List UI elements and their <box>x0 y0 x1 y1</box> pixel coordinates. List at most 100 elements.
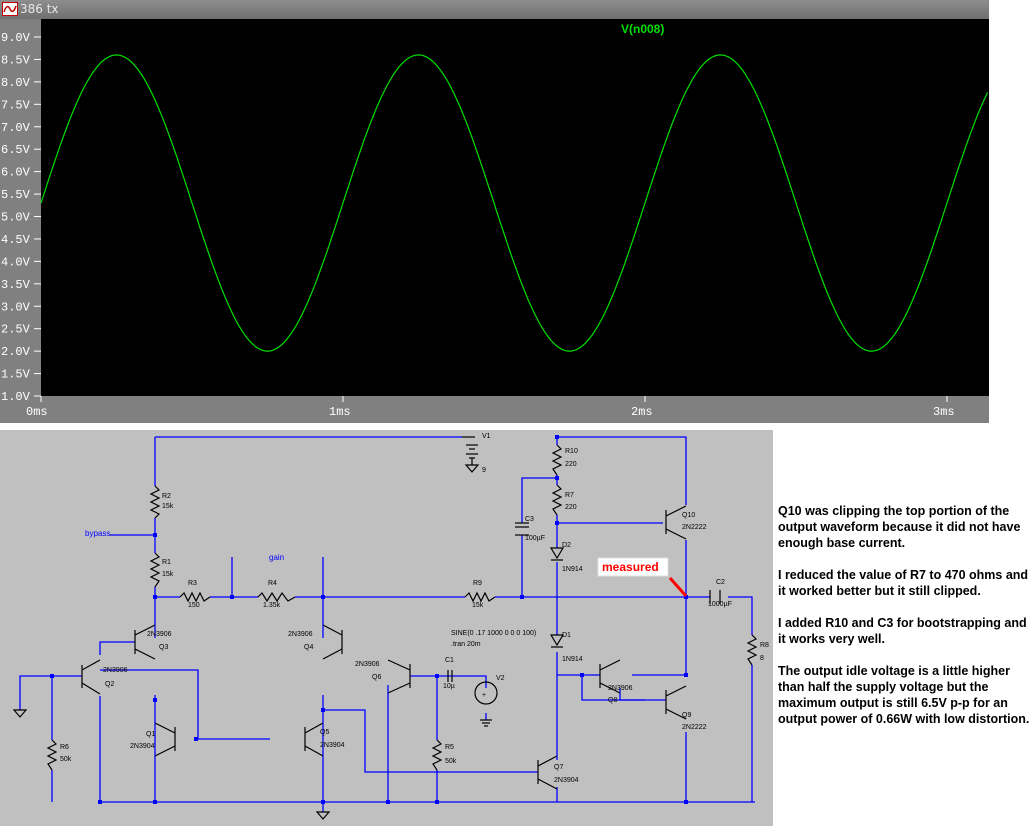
y-tick-label: 3.5V <box>1 278 31 292</box>
q6-value: 2N3906 <box>355 661 380 668</box>
resistor-r9 <box>464 591 496 603</box>
sine-directive: SINE(0 .17 1000 0 0 0 100) <box>451 630 536 637</box>
y-tick-label: 7.5V <box>1 98 31 112</box>
c2-label: C2 <box>716 579 725 586</box>
schematic-canvas[interactable]: + <box>0 430 773 826</box>
net-label-bypass: bypass <box>85 529 110 538</box>
trace-v-n008[interactable] <box>40 54 989 352</box>
measured-label-box <box>597 557 669 577</box>
measured-label: measured <box>602 560 659 574</box>
r8-value: 8 <box>760 655 764 662</box>
r7-label: R7 <box>565 492 574 499</box>
y-tick-label: 9.0V <box>1 31 31 45</box>
q3-label: Q3 <box>159 644 168 651</box>
window-title: 386 tx <box>20 2 59 16</box>
transistor-symbols <box>81 505 687 790</box>
q10-value: 2N2222 <box>682 524 707 531</box>
x-tick-label: 1ms <box>329 405 351 419</box>
resistor-r4 <box>257 591 296 603</box>
y-tick-label: 1.0V <box>1 390 31 404</box>
r7-value: 220 <box>565 504 577 511</box>
d1-value: 1N914 <box>562 656 583 663</box>
measured-arrow <box>668 577 688 597</box>
r4-label: R4 <box>268 580 277 587</box>
note-2: I reduced the value of R7 to 470 ohms an… <box>778 568 1029 598</box>
r10-value: 220 <box>565 461 577 468</box>
y-tick-label: 8.0V <box>1 76 31 90</box>
r3-value: 150 <box>188 602 200 609</box>
y-axis: 9.0V8.5V8.0V7.5V7.0V6.5V6.0V5.5V5.0V4.5V… <box>1 31 41 404</box>
r8-label: R8 <box>760 642 769 649</box>
x-tick-label: 2ms <box>631 405 653 419</box>
q2-value: 2N3906 <box>103 667 128 674</box>
v1-label: V1 <box>482 433 491 440</box>
y-tick-label: 2.0V <box>1 345 31 359</box>
y-tick-label: 4.5V <box>1 233 31 247</box>
schematic-wires <box>19 436 755 812</box>
y-tick-label: 3.0V <box>1 300 31 314</box>
resistor-r1 <box>149 552 161 588</box>
y-tick-label: 5.5V <box>1 188 31 202</box>
v1-value: 9 <box>482 467 486 474</box>
v2-label: V2 <box>496 675 505 682</box>
q3-value: 2N3906 <box>147 631 172 638</box>
waveform-window-icon <box>2 2 18 16</box>
y-tick-label: 1.5V <box>1 368 31 382</box>
q7-value: 2N3904 <box>554 777 579 784</box>
schematic-drawing: + <box>12 433 769 820</box>
r3-label: R3 <box>188 580 197 587</box>
r5-value: 50k <box>445 758 457 765</box>
note-1: Q10 was clipping the top portion of the … <box>778 504 1021 550</box>
resistor-r10 <box>551 444 563 476</box>
trace-label[interactable]: V(n008) <box>621 22 664 36</box>
r4-value: 1.35k <box>263 602 281 609</box>
r9-label: R9 <box>473 580 482 587</box>
source-symbols: + <box>462 436 498 727</box>
note-4: The output idle voltage is a little high… <box>778 664 1030 726</box>
y-tick-label: 4.0V <box>1 255 31 269</box>
note-3: I added R10 and C3 for bootstrapping and… <box>778 616 1027 646</box>
schematic-labels: bypass gain R2 15k R1 15k R3 150 R4 1.35… <box>60 433 769 784</box>
r6-label: R6 <box>60 744 69 751</box>
r5-label: R5 <box>445 744 454 751</box>
y-tick-label: 2.5V <box>1 323 31 337</box>
net-label-gain: gain <box>269 553 284 562</box>
x-tick-label: 3ms <box>933 405 955 419</box>
window-titlebar[interactable]: 386 tx <box>0 0 989 19</box>
y-tick-label: 5.0V <box>1 211 31 225</box>
resistor-r5 <box>431 739 443 771</box>
y-tick-label: 7.0V <box>1 121 31 135</box>
y-tick-label: 8.5V <box>1 53 31 67</box>
q4-label: Q4 <box>304 644 313 651</box>
r2-label: R2 <box>162 493 171 500</box>
d2-value: 1N914 <box>562 566 583 573</box>
q4-value: 2N3906 <box>288 631 313 638</box>
q6-label: Q6 <box>372 674 381 681</box>
q9-value: 2N2222 <box>682 724 707 731</box>
q9-label: Q9 <box>682 712 691 719</box>
r1-value: 15k <box>162 571 174 578</box>
y-tick-label: 6.5V <box>1 143 31 157</box>
r9-value: 15k <box>472 602 484 609</box>
c2-value: 1000µF <box>708 601 732 608</box>
q8-value: 2N3906 <box>608 685 633 692</box>
x-axis: 0ms 1ms 2ms 3ms <box>26 396 955 419</box>
waveform-plot[interactable]: 9.0V8.5V8.0V7.5V7.0V6.5V6.0V5.5V5.0V4.5V… <box>0 19 989 423</box>
resistor-r3 <box>179 591 211 603</box>
plot-area[interactable] <box>41 19 989 396</box>
r1-label: R1 <box>162 559 171 566</box>
svg-text:+: + <box>482 692 486 699</box>
ground-symbols <box>12 464 480 820</box>
q10-label: Q10 <box>682 512 695 519</box>
resistor-r6 <box>46 739 58 771</box>
q5-value: 2N3904 <box>320 742 345 749</box>
resistor-r7 <box>551 484 563 516</box>
q8-label: Q8 <box>608 697 617 704</box>
q2-label: Q2 <box>105 681 114 688</box>
resistor-r2 <box>149 485 161 519</box>
r6-value: 50k <box>60 756 72 763</box>
q5-label: Q5 <box>320 729 329 736</box>
q7-label: Q7 <box>554 764 563 771</box>
x-tick-label: 0ms <box>26 405 48 419</box>
